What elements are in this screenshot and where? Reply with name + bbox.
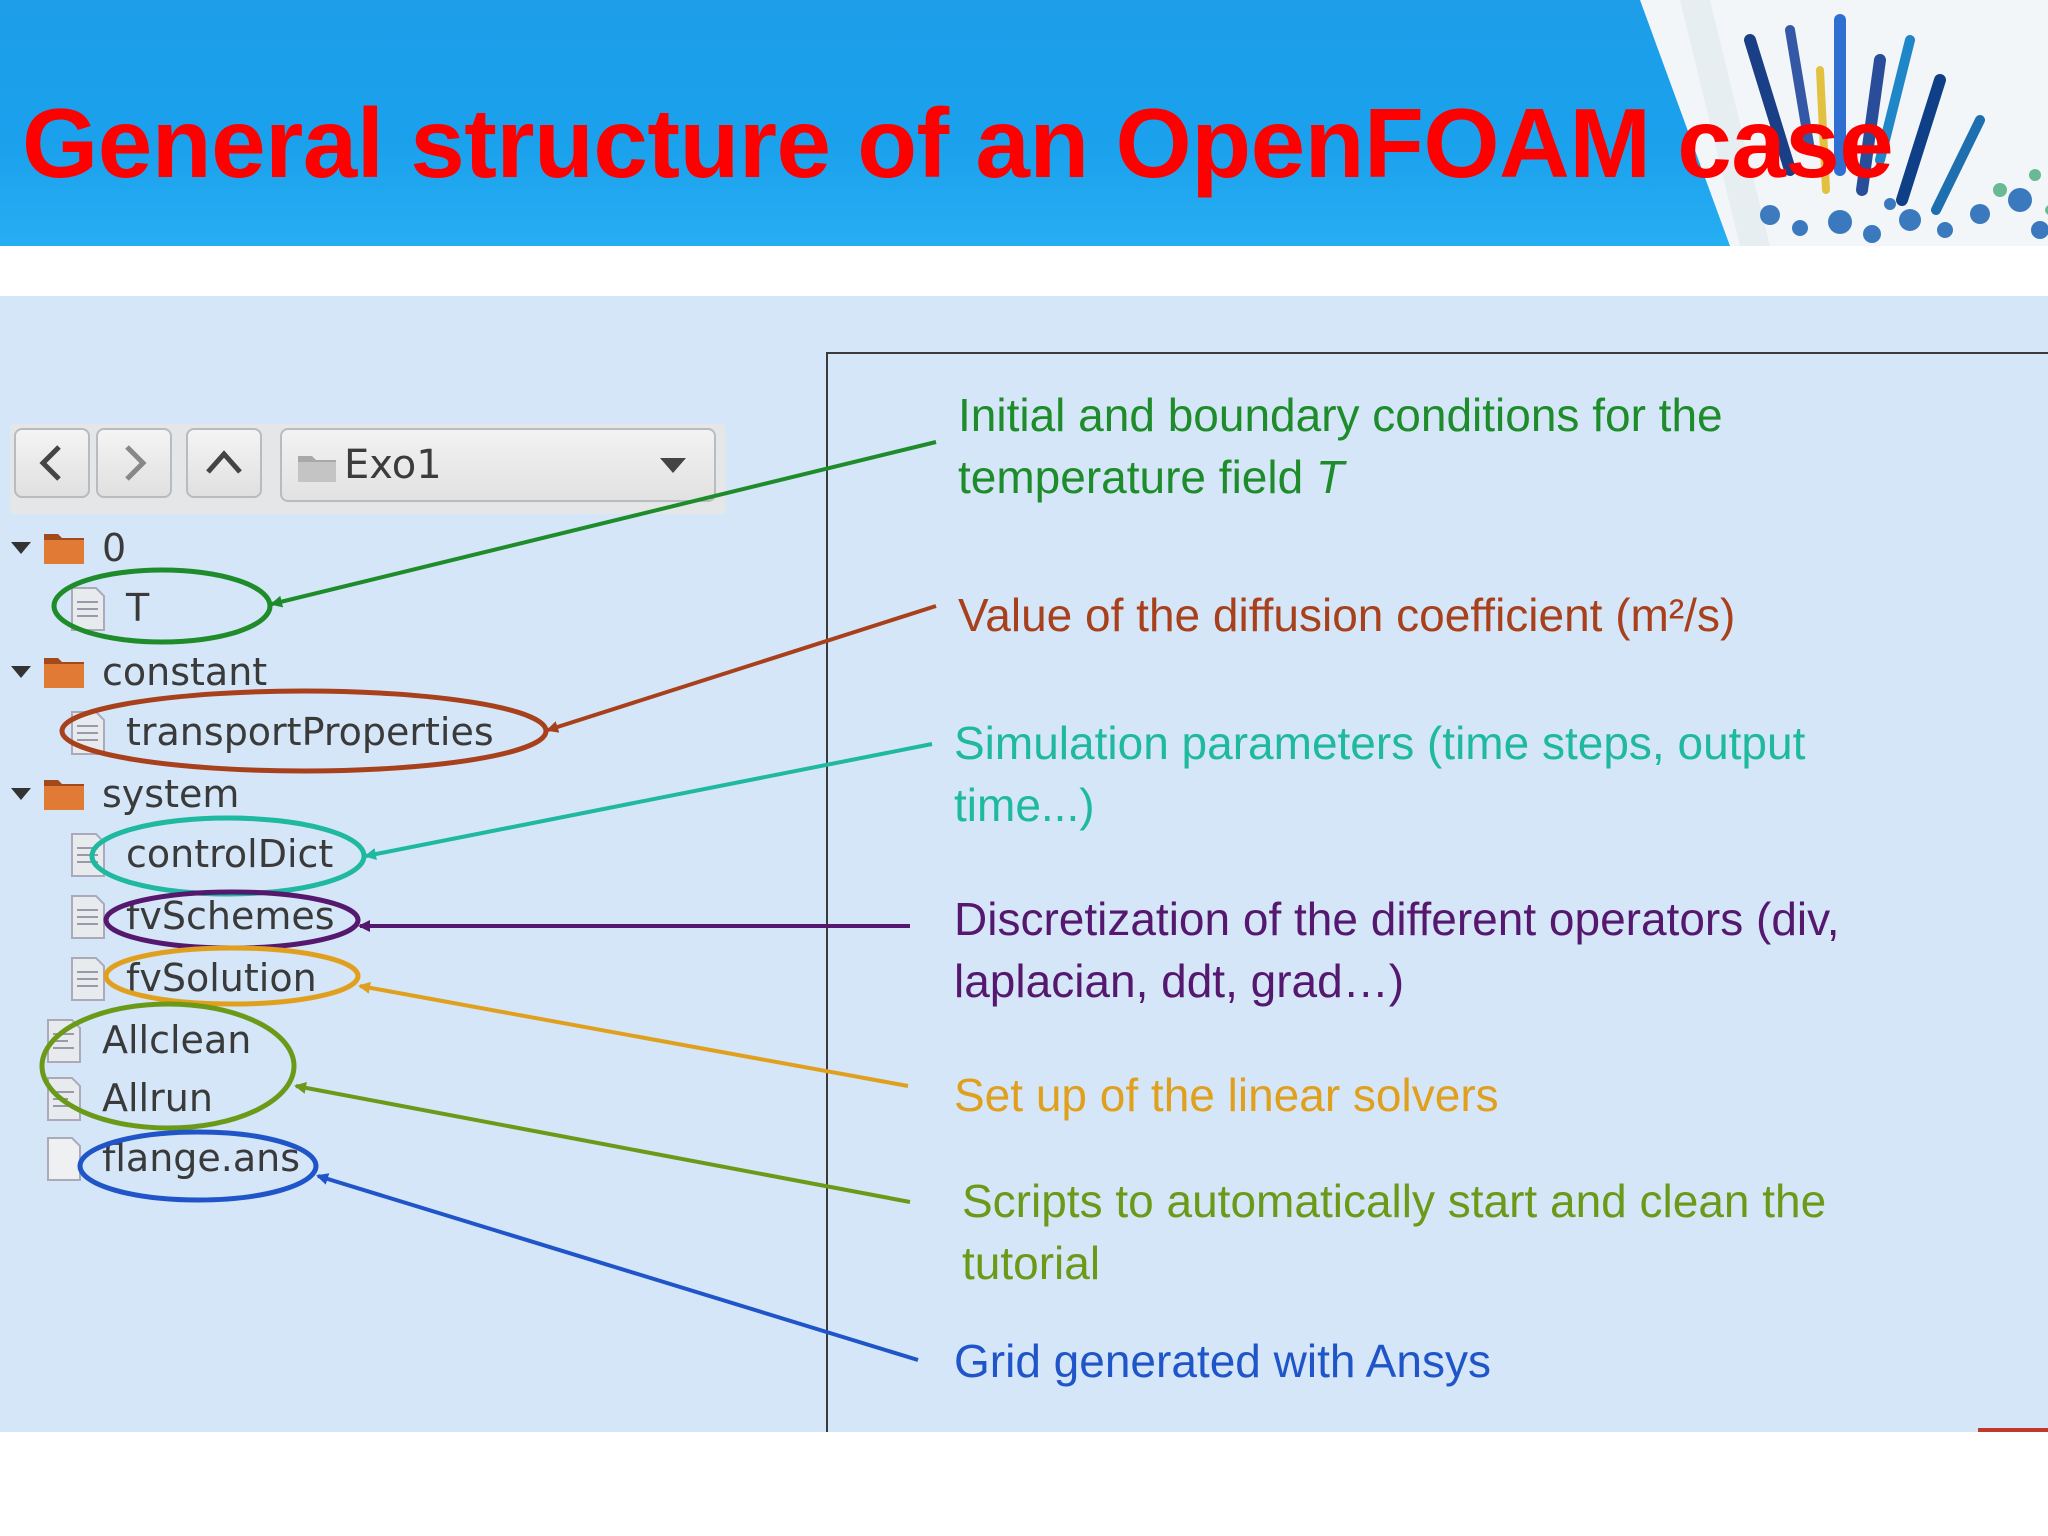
annotation-line: Grid generated with Ansys: [954, 1335, 1491, 1387]
tree-label: Allrun: [102, 1076, 213, 1120]
annotation-linear-solvers: Set up of the linear solvers: [954, 1064, 1499, 1126]
dropdown-arrow-icon[interactable]: [658, 456, 688, 476]
tree-label: fvSolution: [126, 956, 317, 1000]
annotation-line: Discretization of the different operator…: [954, 893, 1840, 945]
chevron-up-icon: [206, 450, 242, 474]
back-button[interactable]: [14, 428, 90, 498]
text-file-icon: [71, 895, 105, 939]
forward-button[interactable]: [96, 428, 172, 498]
annotation-diffusion: Value of the diffusion coefficient (m²/s…: [958, 584, 1735, 646]
annotation-line: temperature field T: [958, 451, 1345, 503]
folder-icon: [298, 456, 336, 482]
annotation-line: Set up of the linear solvers: [954, 1069, 1499, 1121]
chevron-left-icon: [39, 445, 61, 481]
annotation-simulation-params: Simulation parameters (time steps, outpu…: [954, 712, 1805, 836]
expand-triangle-icon[interactable]: [10, 664, 32, 680]
title-banner: [0, 0, 2048, 246]
script-file-icon: [47, 1077, 81, 1121]
folder-icon: [44, 534, 84, 564]
up-button[interactable]: [186, 428, 262, 498]
tree-label: controlDict: [126, 832, 334, 876]
annotation-frame: [826, 352, 2048, 1432]
tree-label: T: [126, 586, 150, 630]
path-bar[interactable]: Exo1: [280, 428, 716, 502]
tree-label: flange.ans: [102, 1136, 301, 1180]
text-file-icon: [71, 833, 105, 877]
annotation-boundary-conditions: Initial and boundary conditions for the …: [958, 384, 1723, 508]
annotation-line: tutorial: [962, 1237, 1101, 1289]
corner-mark: [1978, 1428, 2048, 1432]
path-label: Exo1: [344, 442, 442, 488]
tree-label: 0: [102, 526, 127, 570]
annotation-line: Scripts to automatically start and clean…: [962, 1175, 1827, 1227]
text-file-icon: [71, 711, 105, 755]
annotation-line: Value of the diffusion coefficient (m²/s…: [958, 589, 1736, 641]
text-file-icon: [71, 587, 105, 631]
tree-label: system: [102, 772, 240, 816]
chevron-right-icon: [125, 445, 147, 481]
annotation-grid: Grid generated with Ansys: [954, 1330, 1491, 1392]
file-icon: [47, 1137, 81, 1181]
slide-title: General structure of an OpenFOAM case: [22, 88, 1894, 198]
tree-label: Allclean: [102, 1018, 252, 1062]
expand-triangle-icon[interactable]: [10, 786, 32, 802]
annotation-discretization: Discretization of the different operator…: [954, 888, 1840, 1012]
annotation-line: Simulation parameters (time steps, outpu…: [954, 717, 1806, 769]
folder-icon: [44, 780, 84, 810]
annotation-line: laplacian, ddt, grad…): [954, 955, 1405, 1007]
tree-label: transportProperties: [126, 710, 494, 754]
annotation-scripts: Scripts to automatically start and clean…: [962, 1170, 1826, 1294]
folder-icon: [44, 658, 84, 688]
expand-triangle-icon[interactable]: [10, 540, 32, 556]
pencils-decoration-icon: [1640, 0, 2048, 246]
tree-label: fvSchemes: [126, 894, 335, 938]
tree-label: constant: [102, 650, 268, 694]
annotation-line: time...): [954, 779, 1095, 831]
text-file-icon: [71, 957, 105, 1001]
script-file-icon: [47, 1019, 81, 1063]
annotation-line: Initial and boundary conditions for the: [958, 389, 1723, 441]
